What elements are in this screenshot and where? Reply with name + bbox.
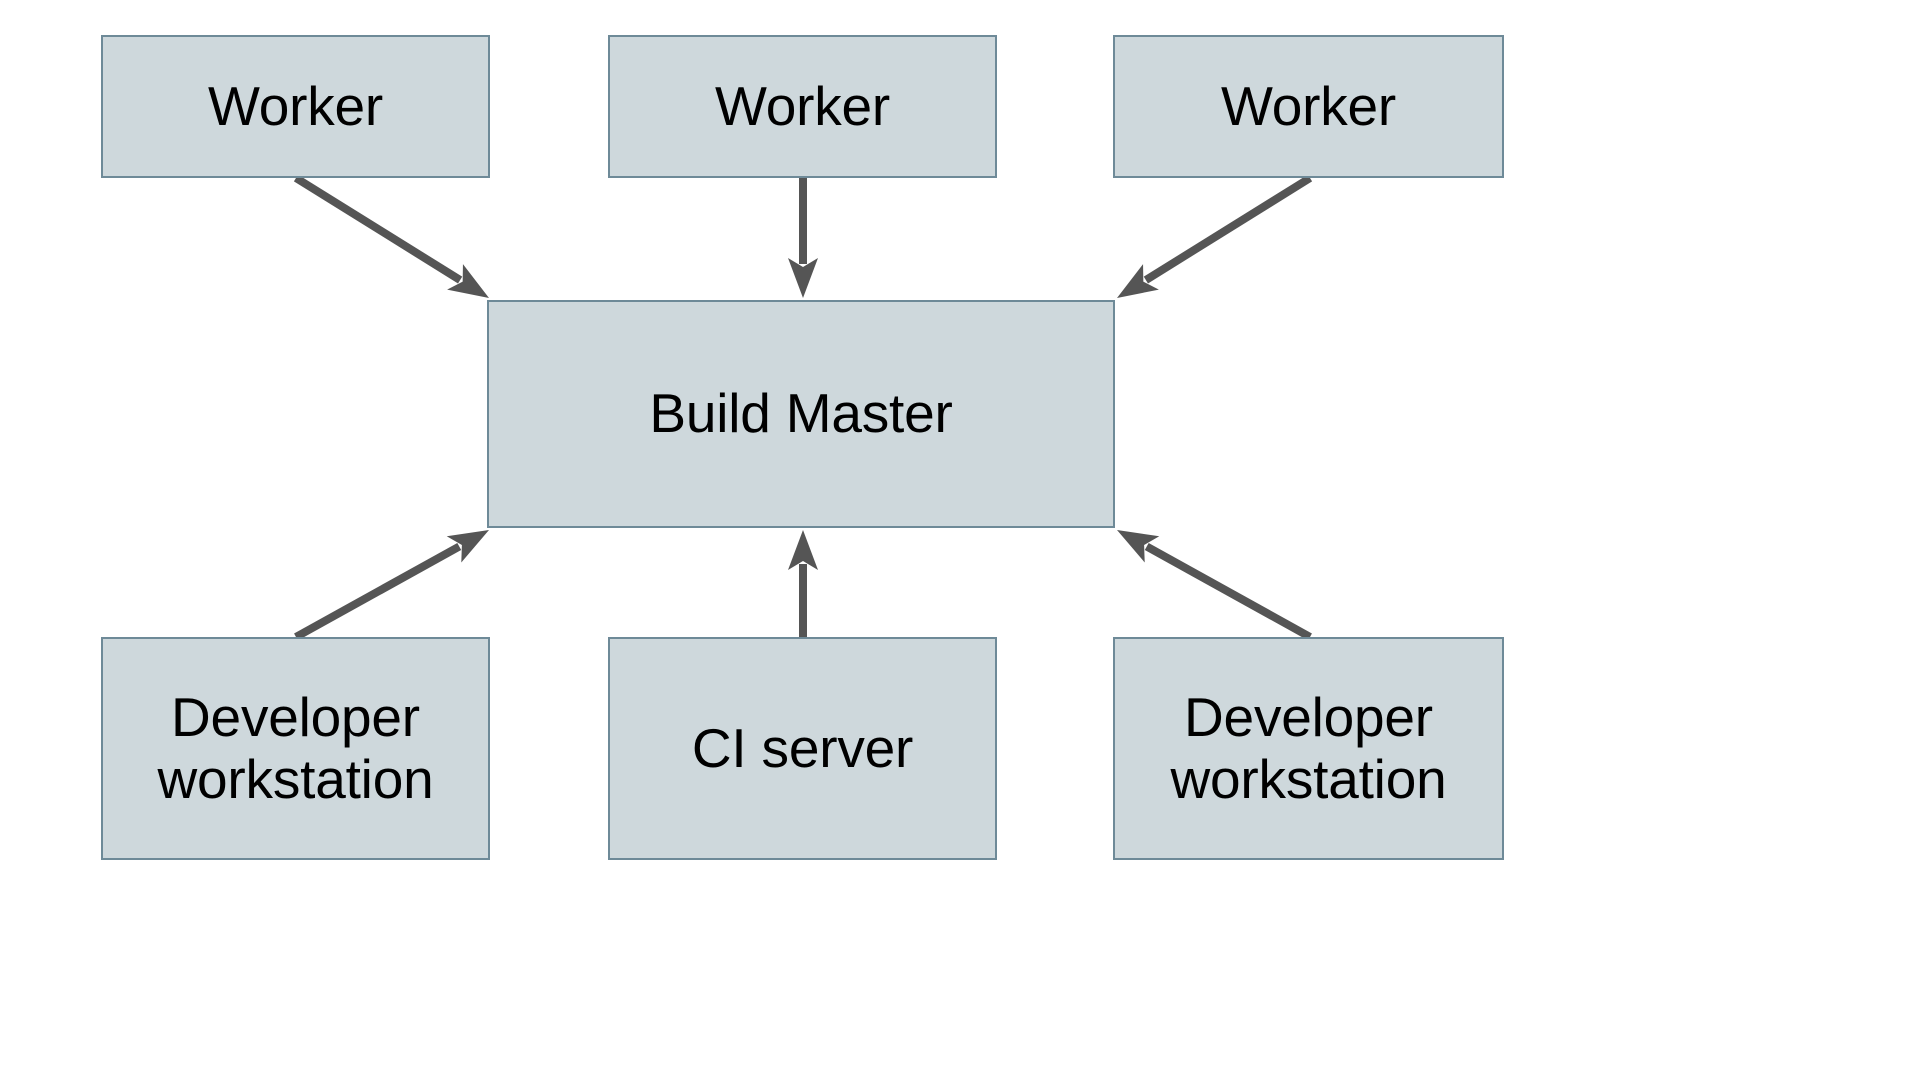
node-label: Developer workstation bbox=[157, 685, 434, 810]
arrow-edge-developer-left-to-build-master bbox=[294, 530, 489, 641]
node-worker-2[interactable]: Worker bbox=[608, 35, 997, 178]
arrow-edge-ci-server-to-build-master bbox=[788, 530, 818, 637]
arrow-head bbox=[446, 530, 489, 563]
arrow-shaft bbox=[294, 542, 462, 641]
node-build-master[interactable]: Build Master bbox=[487, 300, 1115, 528]
arrow-shaft bbox=[1144, 542, 1312, 641]
arrow-head bbox=[788, 530, 818, 570]
arrow-edge-worker-1-to-build-master bbox=[293, 174, 489, 298]
node-ci-server[interactable]: CI server bbox=[608, 637, 997, 860]
node-worker-3[interactable]: Worker bbox=[1113, 35, 1504, 178]
arrow-shaft bbox=[293, 174, 463, 284]
node-label: Worker bbox=[714, 74, 891, 137]
node-label: Worker bbox=[207, 74, 384, 137]
node-label: Developer workstation bbox=[1170, 685, 1447, 810]
arrow-edge-developer-right-to-build-master bbox=[1117, 530, 1312, 641]
node-label: Worker bbox=[1220, 74, 1397, 137]
arrow-edge-worker-2-to-build-master bbox=[788, 178, 818, 298]
node-developer-workstation-right[interactable]: Developer workstation bbox=[1113, 637, 1504, 860]
arrow-shaft bbox=[1143, 174, 1313, 284]
arrow-edge-worker-3-to-build-master bbox=[1117, 174, 1313, 298]
arrow-head bbox=[1117, 530, 1160, 563]
node-worker-1[interactable]: Worker bbox=[101, 35, 490, 178]
arrow-head bbox=[1117, 264, 1159, 298]
arrow-head bbox=[788, 258, 818, 298]
node-label: CI server bbox=[691, 716, 914, 779]
node-developer-workstation-left[interactable]: Developer workstation bbox=[101, 637, 490, 860]
arrow-head bbox=[447, 264, 489, 298]
node-label: Build Master bbox=[649, 382, 953, 445]
